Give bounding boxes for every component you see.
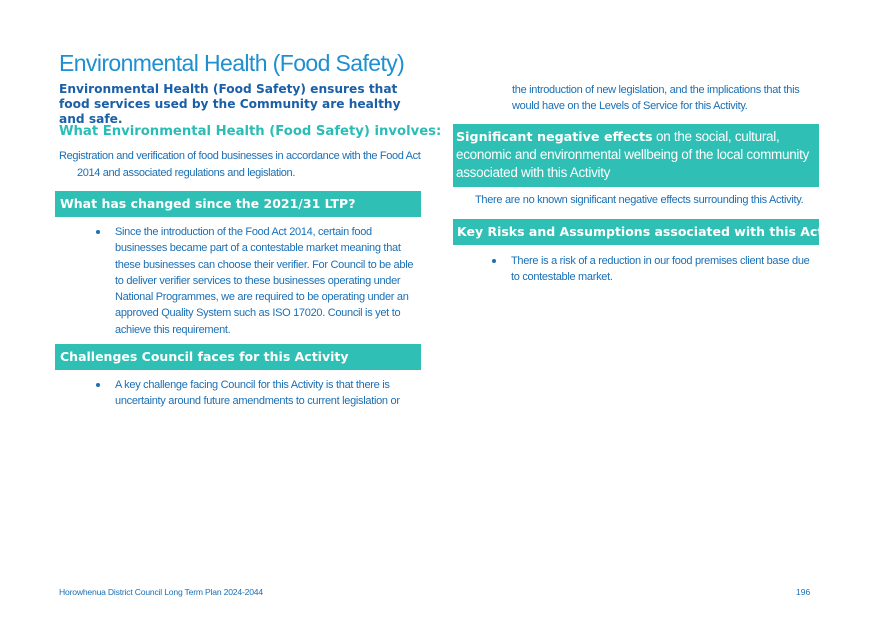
list-item: There is a risk of a reduction in our fo… (490, 253, 820, 286)
changed-list: Since the introduction of the Food Act 2… (94, 224, 414, 338)
involves-text: Registration and verification of food bu… (59, 148, 429, 182)
list-item-text: There is a risk of a reduction in our fo… (511, 255, 810, 284)
changed-heading-band: What has changed since the 2021/31 LTP? (55, 191, 421, 217)
involves-text-line2: 2014 and associated regulations and legi… (77, 167, 296, 179)
involves-heading: What Environmental Health (Food Safety) … (59, 124, 442, 139)
bullet-icon (96, 230, 100, 234)
negative-effects-heading-rest: on the social, cultural, economic and en… (456, 129, 809, 180)
negative-effects-heading-band: Significant negative effects on the soci… (453, 124, 819, 187)
intro-statement: Environmental Health (Food Safety) ensur… (59, 82, 401, 126)
challenges-heading: Challenges Council faces for this Activi… (60, 349, 349, 364)
negative-effects-heading-bold: Significant negative effects (456, 129, 653, 144)
involves-text-line1: Registration and verification of food bu… (59, 150, 421, 162)
negative-effects-text: There are no known significant negative … (475, 194, 804, 206)
challenges-list: A key challenge facing Council for this … (94, 377, 406, 410)
challenges-heading-band: Challenges Council faces for this Activi… (55, 344, 421, 370)
bullet-icon (492, 259, 496, 263)
footer-document-title: Horowhenua District Council Long Term Pl… (59, 587, 263, 597)
changed-heading: What has changed since the 2021/31 LTP? (60, 196, 356, 211)
footer-page-number: 196 (796, 587, 811, 597)
list-item-text: Since the introduction of the Food Act 2… (115, 226, 414, 336)
list-item: Since the introduction of the Food Act 2… (94, 224, 414, 338)
list-item-text: A key challenge facing Council for this … (115, 379, 400, 408)
risks-list: There is a risk of a reduction in our fo… (490, 253, 820, 286)
page-title: Environmental Health (Food Safety) (59, 50, 405, 76)
risks-heading: Key Risks and Assumptions associated wit… (457, 224, 855, 239)
bullet-icon (96, 383, 100, 387)
list-item: A key challenge facing Council for this … (94, 377, 406, 410)
risks-heading-band: Key Risks and Assumptions associated wit… (453, 219, 855, 245)
challenges-continuation: the introduction of new legislation, and… (512, 84, 800, 113)
